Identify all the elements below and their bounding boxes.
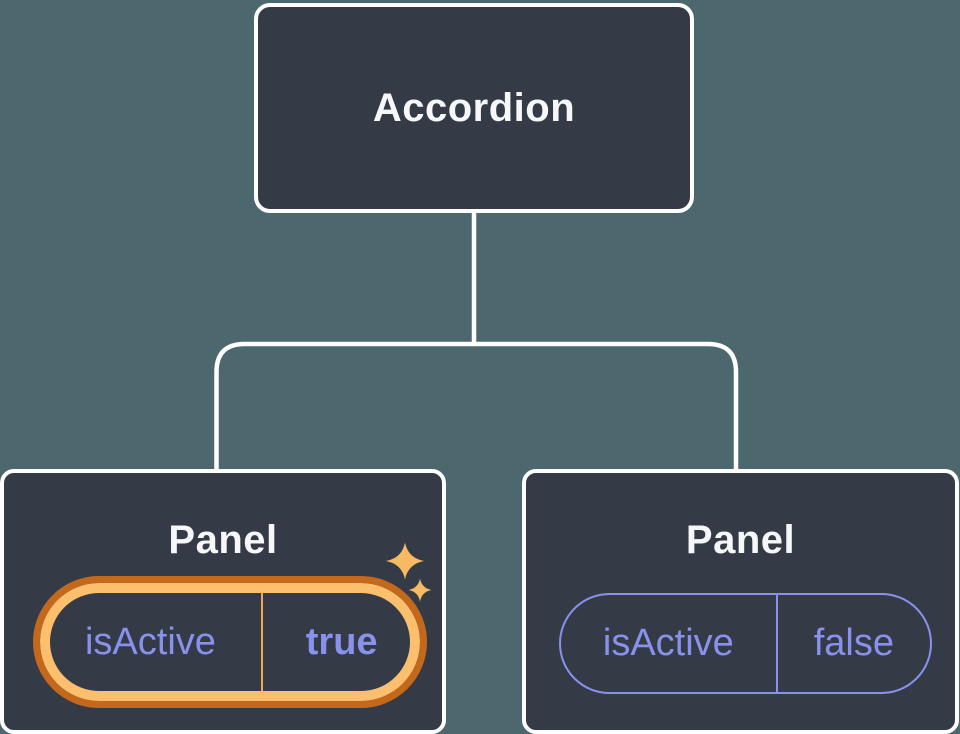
accordion-node-label: Accordion	[372, 86, 576, 130]
prop-name: isActive	[602, 622, 734, 664]
prop-pill-highlighted: isActive true	[33, 576, 427, 708]
sparkles-icon	[386, 542, 432, 602]
panel-node-label: Panel	[168, 518, 278, 562]
prop-name: isActive	[84, 620, 216, 663]
pill-divider	[260, 593, 264, 691]
panel-node-label: Panel	[685, 518, 796, 562]
pill-divider	[775, 595, 778, 692]
accordion-node: Accordion	[254, 3, 694, 213]
panel-node-inactive: Panel isActive false	[522, 469, 959, 734]
prop-value: false	[813, 622, 894, 664]
panel-node-active: Panel isActive true	[0, 469, 446, 734]
prop-value: true	[305, 620, 378, 663]
prop-pill-plain: isActive false	[559, 593, 932, 694]
